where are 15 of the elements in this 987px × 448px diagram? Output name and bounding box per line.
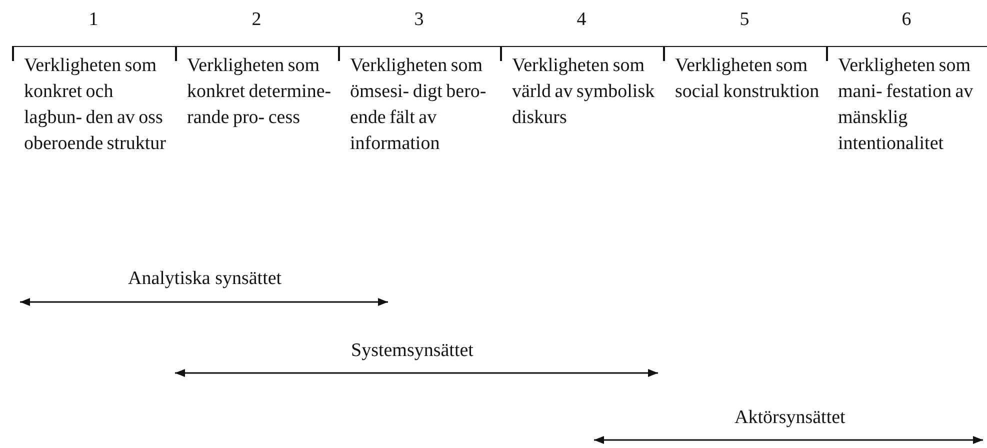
range-label: Analytiska synsättet bbox=[128, 268, 282, 290]
range-label: Systemsynsättet bbox=[351, 340, 474, 362]
cell-text: Verkligheten som mani- festation av mänsklig intentionalitet bbox=[838, 54, 974, 156]
cell-text: Verkligheten som konkret determine- rande pro- cess bbox=[187, 54, 332, 130]
range-label: Aktörsynsättet bbox=[734, 407, 846, 429]
column-number: 1 bbox=[88, 8, 100, 32]
cell-text: Verkligheten som konkret och lagbun- den av oss oberoende struktur bbox=[24, 54, 167, 156]
column-number: 6 bbox=[900, 8, 912, 32]
column-number: 5 bbox=[738, 8, 750, 32]
cell-text: Verkligheten som ömsesi- digt bero- ende fält av information bbox=[350, 54, 488, 156]
column-number: 3 bbox=[413, 8, 425, 32]
column-number: 4 bbox=[576, 8, 588, 32]
cell-text: Verkligheten som social konstruktion bbox=[675, 54, 820, 104]
cell-text: Verkligheten som värld av symbolisk diskurs bbox=[512, 54, 656, 130]
column-number: 2 bbox=[250, 8, 262, 32]
